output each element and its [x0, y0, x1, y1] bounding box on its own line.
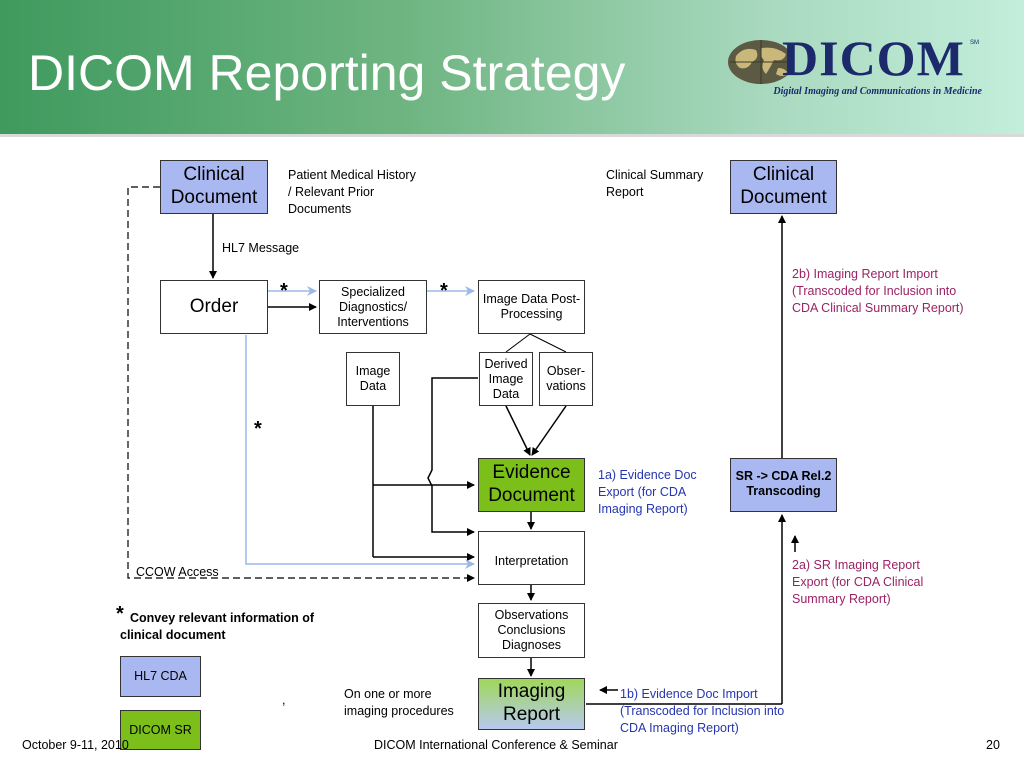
sr-transcoding-box: SR -> CDA Rel.2 Transcoding	[730, 458, 837, 512]
clinical-summary-label: Clinical Summary Report	[606, 168, 704, 199]
arrow-observations-to-evidence	[531, 405, 567, 456]
arrow-star-order-to-interpretation	[245, 335, 475, 569]
footer-page-number: 20	[986, 738, 1000, 752]
dicom-logo: DICOM SM Digital Imaging and Communicati…	[724, 30, 986, 105]
ccow-access-label: CCOW Access	[136, 565, 219, 579]
interpretation-box: Interpretation	[478, 531, 585, 585]
post-processing-box: Image Data Post-Processing	[478, 280, 585, 334]
export-2a-label: 2a) SR Imaging Report Export (for CDA Cl…	[792, 558, 924, 606]
observations-conclusions-box: Observations Conclusions Diagnoses	[478, 603, 585, 658]
observations-box: Obser- vations	[539, 352, 593, 406]
star-specialized-postprocessing: *	[440, 280, 448, 302]
dicom-sr-legend: DICOM SR	[120, 710, 201, 750]
footer-date: October 9-11, 2010	[22, 738, 129, 752]
import-1b-label: 1b) Evidence Doc Import (Transcoded for …	[620, 687, 785, 735]
star-order-specialized: *	[280, 280, 288, 302]
logo-wordmark: DICOM	[782, 30, 965, 86]
stray-comma: ,	[282, 693, 286, 707]
convey-label: Convey relevant information of clinical …	[120, 611, 315, 642]
slide-title: DICOM Reporting Strategy	[28, 45, 626, 101]
clinical-document-right: Clinical Document	[730, 160, 837, 214]
logo-tagline: Digital Imaging and Communications in Me…	[773, 86, 982, 97]
derived-image-data-box: Derived Image Data	[479, 352, 533, 406]
specialized-box: Specialized Diagnostics/ Interventions	[319, 280, 427, 334]
footer-conference: DICOM International Conference & Seminar	[374, 738, 618, 752]
title-banner: DICOM Reporting Strategy DICOM SM Digita…	[0, 0, 1024, 134]
import-2b-label: 2b) Imaging Report Import (Transcoded fo…	[792, 267, 964, 315]
patient-history-label: Patient Medical History / Relevant Prior…	[288, 168, 416, 216]
globe-icon	[728, 40, 794, 84]
star-ccow-path: *	[254, 418, 262, 440]
logo-servicemark: SM	[970, 40, 979, 46]
image-data-box: Image Data	[346, 352, 400, 406]
one-or-more-label: On one or more imaging procedures	[344, 687, 454, 718]
hl7-cda-legend: HL7 CDA	[120, 656, 201, 697]
header-divider	[0, 134, 1024, 137]
arrow-ccow-access	[127, 186, 475, 582]
arrow-derived-to-evidence	[505, 405, 531, 456]
imaging-report-box: Imaging Report	[478, 678, 585, 730]
clinical-document-left: Clinical Document	[160, 160, 268, 214]
convey-star: *	[116, 603, 124, 625]
evidence-document-box: Evidence Document	[478, 458, 585, 512]
export-1a-label: 1a) Evidence Doc Export (for CDA Imaging…	[598, 468, 697, 516]
hl7-message-label: HL7 Message	[222, 241, 300, 255]
order-box: Order	[160, 280, 268, 334]
arrow-derived-to-interpretation	[427, 377, 478, 536]
